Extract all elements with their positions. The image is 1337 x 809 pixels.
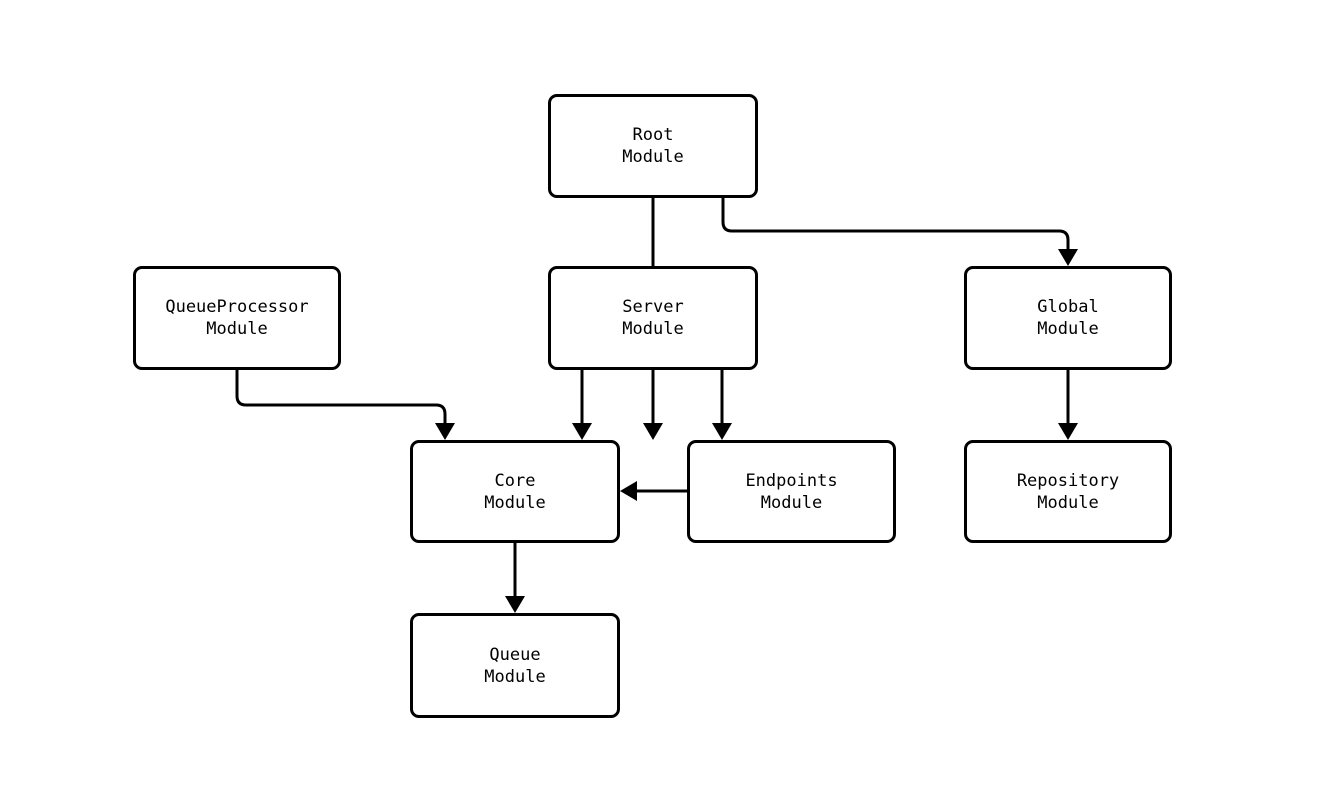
node-label-queueprocessor: QueueProcessor Module (165, 297, 309, 339)
edge-core-to-queue (505, 543, 525, 613)
node-root[interactable]: Root Module (548, 94, 758, 198)
arrowhead-icon (712, 423, 732, 440)
node-queueprocessor[interactable]: QueueProcessor Module (133, 266, 341, 370)
edge-line (235, 370, 447, 424)
node-label-repository: Repository Module (1016, 470, 1120, 513)
node-label-server: Server Module (622, 297, 684, 339)
node-repository[interactable]: Repository Module (964, 440, 1172, 543)
edge-global-to-repository (1058, 370, 1078, 440)
arrowhead-icon (620, 481, 637, 501)
arrowhead-icon (643, 423, 663, 440)
edge-endpoints-to-core (620, 481, 687, 501)
node-queue[interactable]: Queue Module (410, 613, 620, 718)
arrowhead-icon (1058, 249, 1078, 266)
edge-server-to-endpoints (712, 370, 732, 440)
edge-line (721, 198, 1070, 250)
node-server[interactable]: Server Module (548, 266, 758, 370)
node-label-root: Root Module (622, 125, 684, 167)
node-label-endpoints: Endpoints Module (745, 470, 838, 513)
node-core[interactable]: Core Module (410, 440, 620, 543)
node-endpoints[interactable]: Endpoints Module (687, 440, 896, 543)
arrowhead-icon (1058, 423, 1078, 440)
node-label-core: Core Module (484, 470, 546, 513)
arrowhead-icon (572, 423, 592, 440)
arrowhead-icon (505, 596, 525, 613)
node-global[interactable]: Global Module (964, 266, 1172, 370)
node-label-global: Global Module (1037, 297, 1099, 339)
edge-queueprocessor-to-core (235, 370, 455, 440)
node-label-queue: Queue Module (484, 644, 546, 687)
arrowhead-icon (435, 423, 455, 440)
edge-server-to-core (572, 370, 592, 440)
edge-root-to-global (721, 198, 1078, 266)
